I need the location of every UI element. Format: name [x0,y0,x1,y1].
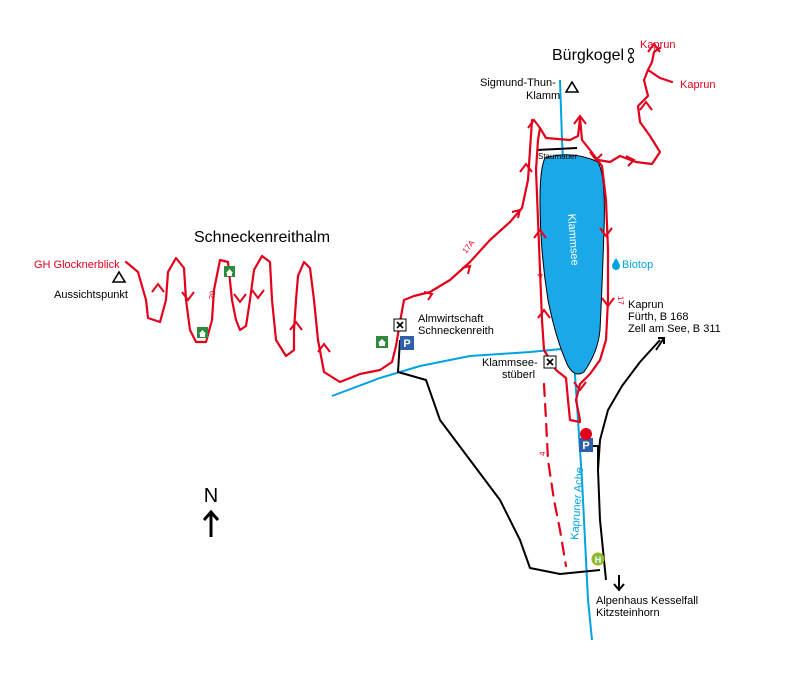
hut-icon [224,266,235,277]
direction-arrow-icon [613,575,625,592]
hiking-routes [124,42,674,568]
label-kapruner-ache: Kapruner Ache [569,467,586,540]
parking-icon: P [400,336,414,350]
route-number-4-upper: 4 [536,273,545,278]
restaurant-icon [543,355,557,369]
route-number-29: 29 [207,289,218,300]
route-4-lake-west [534,126,582,424]
water-layer [331,79,605,641]
road-main [597,339,661,581]
parking-label: P [403,338,410,350]
label-alpenhaus-2: Kitzsteinhorn [596,607,660,619]
label-almwirtschaft-2: Schneckenreith [418,325,494,337]
side-stream [331,347,573,397]
label-almwirtschaft-1: Almwirtschaft [418,313,483,325]
aussichtspunkt-triangle-icon [111,270,127,283]
label-sigmund-thun-2: Klamm [526,90,560,102]
road-west [397,339,601,575]
route-29-serpentines [124,118,534,384]
label-kaprun-right: Kaprun [680,79,715,91]
buergkogel-symbol-icon [627,47,635,64]
label-kaprun-top: Kaprun [640,39,675,51]
label-staumauer: Staumauer [538,152,577,161]
route-number-17a: 17A [460,238,476,255]
label-kaprun-dir-3: Zell am See, B 311 [628,323,721,335]
label-aussichtspunkt: Aussichtspunkt [54,289,128,301]
biotop-drop-icon [612,258,620,270]
north-arrow-icon: N [202,485,220,537]
label-kaprun-dir-2: Fürth, B 168 [628,311,689,323]
route-number-4-lower: 4 [538,451,547,456]
route-dam-loop [538,116,598,160]
restaurant-icon [393,318,407,332]
route-to-kaprun-right [646,68,674,84]
start-point-icon [580,428,592,440]
hut-icon [197,327,208,338]
parking-icon: P [579,438,593,452]
label-klammsee-stueberl-1: Klammsee- [482,357,538,369]
route-arrows [151,42,661,392]
summit-markers [111,80,580,283]
bus-label: H [595,555,602,565]
north-label: N [204,485,218,507]
label-klammsee-stueberl-2: stüberl [502,369,535,381]
hut-icon [376,336,388,348]
staumauer-dam [536,147,578,151]
label-biotop: Biotop [622,259,653,271]
summit-triangle-icon [564,80,580,93]
label-schneckenreithalm: Schneckenreithalm [194,229,330,246]
route-4-dashed [542,382,568,568]
direction-arrow-icon [655,337,665,351]
label-buergkogel: Bürgkogel [552,47,624,64]
route-number-17: 17 [616,296,625,306]
label-gh-glocknerblick: GH Glocknerblick [34,259,120,271]
parking-label: P [582,440,589,452]
label-alpenhaus-1: Alpenhaus Kesselfall [596,595,698,607]
bus-stop-icon: H [591,552,605,566]
label-klammsee: Klammsee [565,213,581,266]
label-kaprun-dir-1: Kaprun [628,299,663,311]
route-to-kaprun [596,46,662,166]
label-sigmund-thun-1: Sigmund-Thun- [480,77,556,89]
